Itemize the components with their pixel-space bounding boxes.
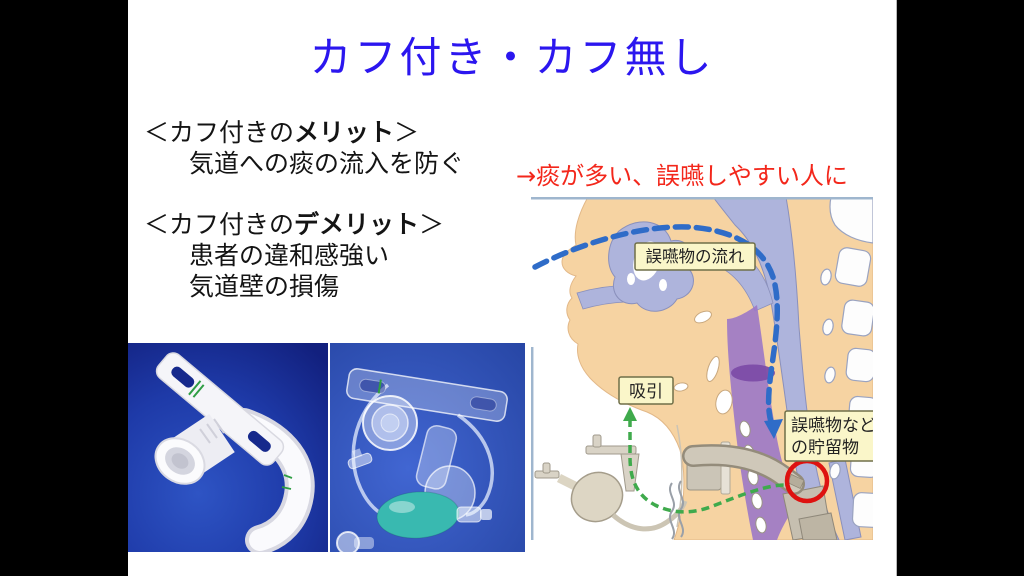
letterbox-right [896, 0, 1024, 576]
suction-label-text: 吸引 [629, 382, 663, 402]
photo-cuffless-tube [128, 343, 328, 552]
palate-detail [694, 310, 712, 324]
larynx-detail [715, 389, 733, 415]
flange-wings [155, 352, 285, 466]
demerit-line-2: 気道壁の損傷 [189, 272, 340, 301]
suction-bulb [570, 471, 624, 523]
page-title: カフ付き・カフ無し [309, 33, 715, 82]
retention-label-line2: の貯留物 [791, 438, 859, 458]
demerit-line-1: 患者の違和感強い [189, 241, 390, 270]
demerit-heading-open: ＜カフ付きの [144, 210, 295, 239]
disc [824, 366, 836, 384]
merit-heading: ＜カフ付きのメリット＞ [144, 117, 464, 148]
pilot-balloon [376, 491, 492, 539]
annotation-text: →痰が多い、誤嚥しやすい人に [516, 162, 848, 190]
retention-label-box [784, 410, 873, 462]
luer-connector [347, 448, 373, 470]
vertebra [845, 347, 873, 383]
break-squiggle-1 [669, 482, 675, 540]
flange-slot-right [247, 430, 271, 452]
flange-slot-right [469, 396, 497, 412]
photo-cuffed-tube [330, 343, 525, 552]
suction-label-box [618, 376, 674, 405]
balloon-highlight [389, 501, 415, 513]
merit-heading-bold: メリット [294, 118, 395, 147]
inner-cannula-connector [336, 531, 374, 552]
demerit-section: ＜カフ付きのデメリット＞ 患者の違和感強い 気道壁の損傷 [144, 209, 444, 302]
hyoid-detail [673, 382, 689, 392]
t-connector-prong [542, 462, 551, 474]
flange-prong [592, 434, 602, 448]
cuffed-tube-svg [330, 343, 525, 552]
letterbox-left [0, 0, 128, 576]
aspiration-path [532, 224, 783, 439]
cuffless-tube-svg [128, 343, 328, 552]
demerit-heading-close: ＞ [419, 210, 445, 239]
green-brand-marks [188, 380, 205, 398]
turbinate-detail-1 [627, 273, 635, 285]
suction-path [623, 407, 788, 514]
vertebra [851, 492, 873, 528]
diagram-labels: 誤嚥物の流れ 吸引 誤嚥物など の貯留物 [618, 242, 873, 462]
green-brand-mark [377, 379, 382, 394]
hub-ridges [199, 418, 225, 444]
merit-heading-close: ＞ [394, 118, 420, 147]
neck-flange-bar [585, 445, 637, 455]
aspiration-diagram: 誤嚥物の流れ 吸引 誤嚥物など の貯留物 [531, 197, 873, 540]
hub-opening-bore [171, 453, 189, 469]
suction-dashed-line [628, 419, 788, 514]
hub-cylinder [154, 413, 235, 485]
vertebra [834, 247, 872, 287]
demerit-heading: ＜カフ付きのデメリット＞ [144, 209, 444, 240]
merit-body-line: 気道への痰の流入を防ぐ [189, 149, 465, 178]
aspiration-arrow-icon [764, 419, 783, 439]
vertebra [841, 299, 873, 337]
disc [829, 462, 841, 480]
green-print-marks [281, 474, 293, 490]
flow-label-box [634, 242, 756, 271]
disc [822, 318, 834, 336]
external-hardware [534, 434, 688, 540]
clear-flange-wings [346, 368, 508, 422]
retention-label-line1: 誤嚥物など [791, 416, 873, 436]
inflation-valve [456, 506, 482, 523]
skull-base-bone [829, 197, 873, 244]
turbinate-detail-2 [659, 279, 667, 291]
slide: カフ付き・カフ無し ＜カフ付きのメリット＞ 気道への痰の流入を防ぐ ＜カフ付きの… [128, 0, 896, 576]
aspiration-dashed-line [532, 224, 781, 428]
disc [820, 268, 832, 286]
demerit-heading-bold: デメリット [294, 210, 420, 239]
flow-label-text: 誤嚥物の流れ [646, 247, 746, 266]
pharynx-dark-ellipse [731, 364, 775, 382]
clear-hub-rings [362, 395, 418, 451]
trachea-lower-2 [798, 512, 838, 540]
cannula-body [684, 446, 803, 493]
aspiration-diagram-svg: 誤嚥物の流れ 吸引 誤嚥物など の貯留物 [531, 197, 873, 540]
break-squiggle-2 [678, 480, 684, 538]
suction-arrow-icon [623, 407, 637, 421]
flange-slot-left [171, 366, 195, 388]
cannula-tip [787, 473, 805, 490]
clear-tube-body [415, 424, 458, 490]
bulb-neck [556, 473, 580, 492]
epiglottis [706, 356, 720, 382]
merit-heading-open: ＜カフ付きの [144, 118, 295, 147]
valve-cap [480, 509, 492, 520]
merit-section: ＜カフ付きのメリット＞ 気道への痰の流入を防ぐ [144, 117, 464, 179]
anatomy-details [673, 310, 733, 415]
